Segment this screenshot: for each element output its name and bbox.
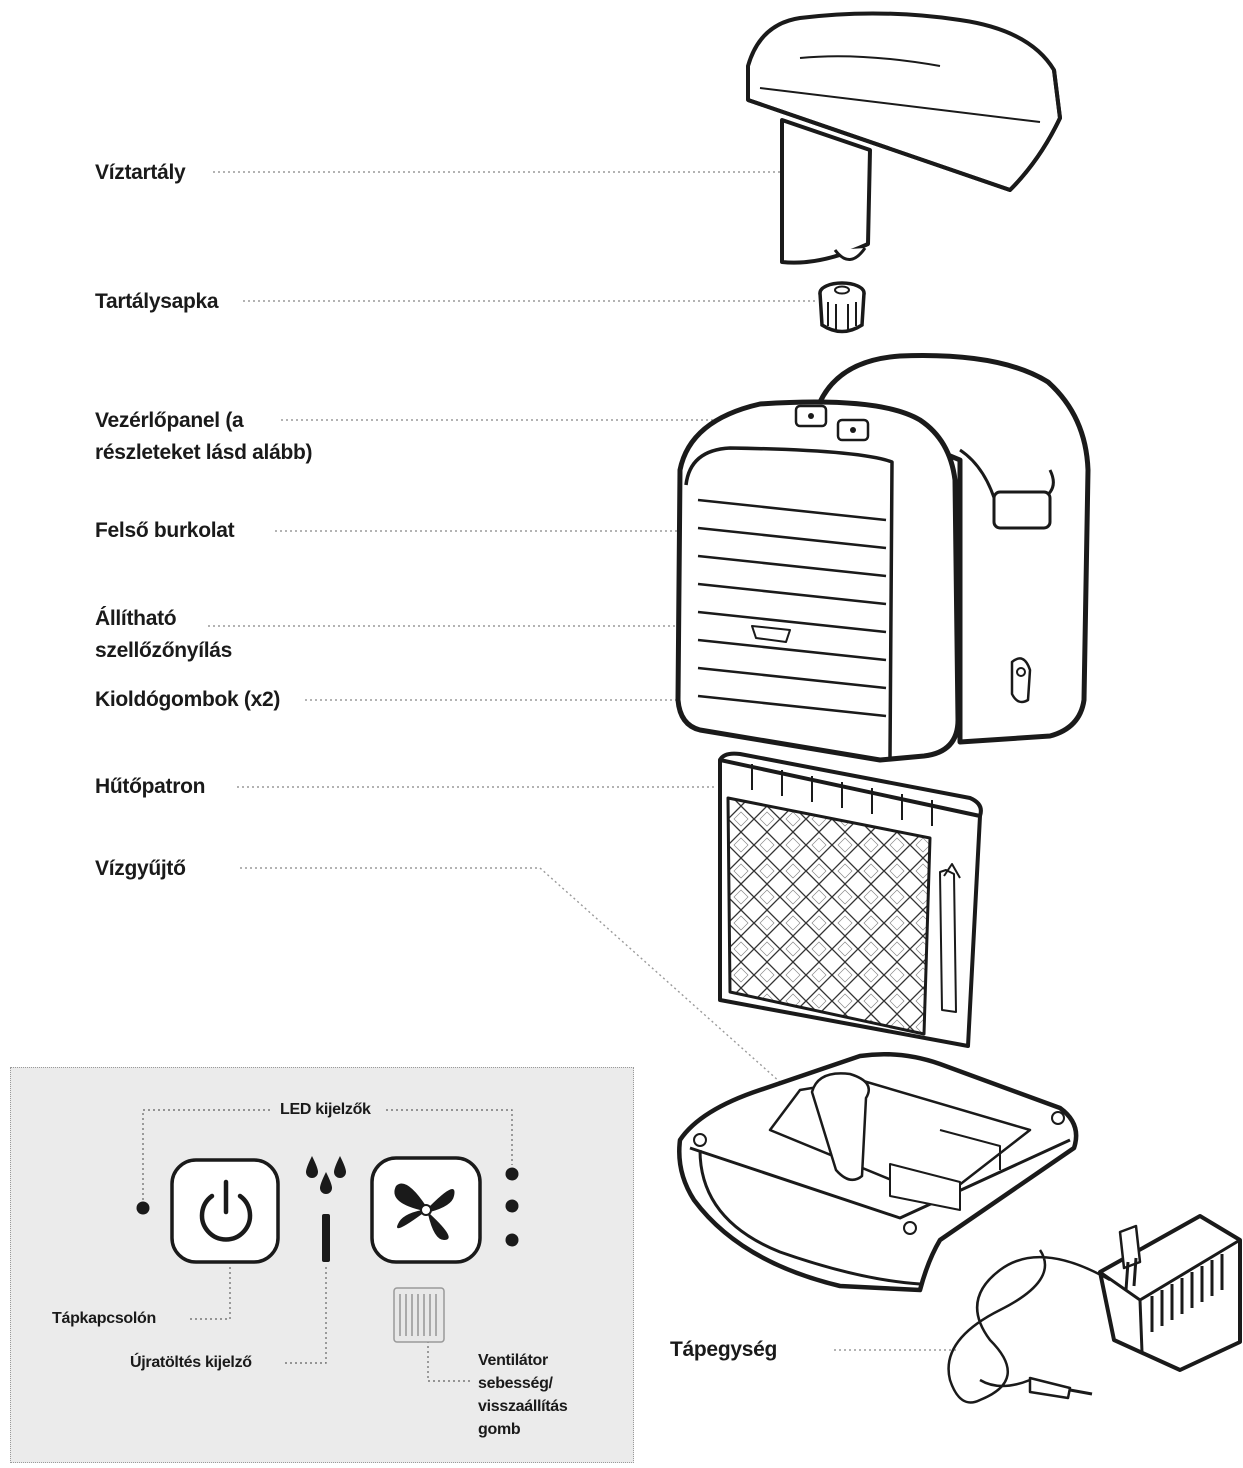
- power-icon[interactable]: [199, 1179, 253, 1242]
- label-cooling-cartridge: Hűtőpatron: [95, 775, 206, 798]
- label-control-panel-line1: Vezérlőpanel (a: [95, 409, 244, 432]
- label-release-buttons: Kioldógombok (x2): [95, 688, 281, 711]
- control-panel-detail-box: [10, 1067, 634, 1463]
- label-water-tank: Víztartály: [95, 161, 186, 184]
- label-fan-button-line3: visszaállítás: [478, 1398, 568, 1415]
- label-adjustable-vent-line2: szellőzőnyílás: [95, 639, 233, 662]
- water-drops-icon: [306, 1156, 346, 1194]
- label-refill-indicator: Újratöltés kijelző: [130, 1354, 252, 1371]
- label-power-supply: Tápegység: [670, 1338, 778, 1361]
- power-supply-drawing: [947, 1214, 1242, 1404]
- filter-icon: [393, 1287, 445, 1343]
- upper-housing-drawing: [675, 353, 1091, 763]
- label-control-panel-line2: részleteket lásd alább): [95, 441, 313, 464]
- fan-icon[interactable]: [394, 1183, 455, 1241]
- fan-speed-led-3: [505, 1233, 519, 1247]
- label-adjustable-vent-line1: Állítható: [95, 607, 177, 630]
- label-fan-button-line2: sebesség/: [478, 1375, 553, 1392]
- label-power-switch: Tápkapcsolón: [52, 1310, 156, 1327]
- label-fan-button-line1: Ventilátor: [478, 1352, 548, 1369]
- water-collector-drawing: [677, 1051, 1079, 1293]
- label-led-indicators: LED kijelzők: [280, 1101, 371, 1118]
- label-upper-housing: Felső burkolat: [95, 519, 235, 542]
- water-tank-drawing: [746, 11, 1062, 265]
- led-dot: [136, 1201, 150, 1215]
- cooling-cartridge-drawing: [718, 751, 983, 1048]
- fan-speed-led-2: [505, 1199, 519, 1213]
- tank-cap-drawing: [818, 281, 866, 334]
- refill-led: [322, 1214, 330, 1262]
- label-fan-button-line4: gomb: [478, 1421, 521, 1438]
- control-panel-detail-drawing: [136, 1109, 519, 1382]
- label-water-collector: Vízgyűjtő: [95, 857, 186, 880]
- label-tank-cap: Tartálysapka: [95, 290, 219, 313]
- leader-lines: [208, 171, 1000, 1351]
- fan-speed-led-1: [505, 1167, 519, 1181]
